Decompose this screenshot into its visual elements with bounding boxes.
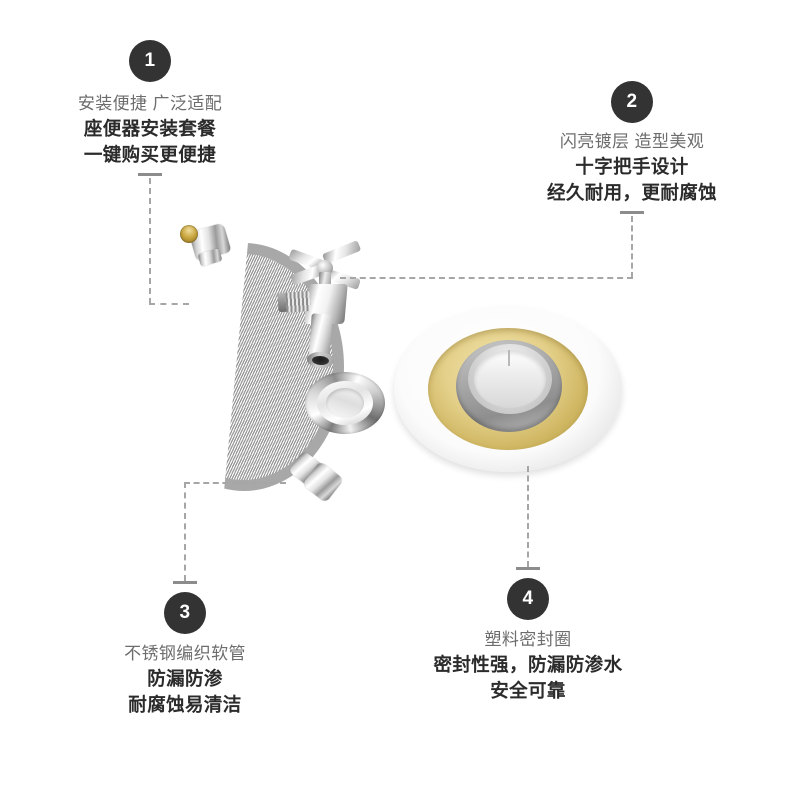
- angle-valve-product: [276, 240, 388, 370]
- callout-badge-3-number: 3: [179, 602, 191, 623]
- callout-text-4: 塑料密封圈 密封性强，防漏防渗水 安全可靠: [378, 628, 678, 705]
- callout-1-line-2: 一键购买更便捷: [83, 144, 217, 166]
- escutcheon-ring-product: [305, 372, 385, 434]
- callout-2-line-1: 十字把手设计: [575, 156, 689, 178]
- sealing-ring-bore: [474, 350, 546, 408]
- callout-4-subtitle: 塑料密封圈: [484, 630, 572, 649]
- callout-3-line-1: 防漏防渗: [147, 668, 223, 690]
- leader-line-1-vertical: [149, 178, 151, 304]
- leader-tick-1: [138, 173, 162, 176]
- callout-text-2: 闪亮镀层 造型美观 十字把手设计 经久耐用，更耐腐蚀: [482, 130, 782, 207]
- callout-3-line-2: 耐腐蚀易清洁: [128, 694, 242, 716]
- escutcheon-ring-inner: [326, 388, 364, 418]
- callout-3-subtitle: 不锈钢编织软管: [124, 644, 246, 663]
- leader-line-3-vertical: [184, 482, 186, 581]
- wax-sealing-ring-product: [388, 296, 628, 482]
- callout-2-line-2: 经久耐用，更耐腐蚀: [546, 182, 718, 204]
- callout-badge-1-number: 1: [144, 50, 156, 71]
- callout-2-subtitle: 闪亮镀层 造型美观: [559, 132, 705, 151]
- callout-badge-2: 2: [611, 81, 653, 123]
- leader-line-4-vertical: [527, 466, 529, 567]
- callout-1-line-1: 座便器安装套餐: [83, 118, 217, 140]
- sealing-ring-bore-seam: [508, 350, 510, 366]
- leader-line-2-vertical: [631, 216, 633, 278]
- callout-text-3: 不锈钢编织软管 防漏防渗 耐腐蚀易清洁: [35, 642, 335, 719]
- leader-line-1-horizontal: [149, 303, 189, 305]
- callout-1-subtitle: 安装便捷 广泛适配: [77, 94, 223, 113]
- callout-badge-3: 3: [164, 592, 206, 634]
- callout-4-line-2: 安全可靠: [490, 680, 566, 702]
- callout-text-1: 安装便捷 广泛适配 座便器安装套餐 一键购买更便捷: [0, 92, 300, 169]
- leader-line-3-horizontal: [184, 482, 286, 484]
- callout-badge-4: 4: [507, 578, 549, 620]
- leader-line-2-horizontal: [340, 277, 633, 279]
- leader-tick-2: [620, 211, 644, 214]
- leader-tick-4: [516, 567, 540, 570]
- callout-badge-1: 1: [129, 40, 171, 82]
- angle-valve-inlet-cap: [277, 292, 287, 313]
- callout-badge-4-number: 4: [522, 588, 534, 609]
- leader-tick-3: [173, 581, 197, 584]
- callout-4-line-1: 密封性强，防漏防渗水: [433, 654, 623, 676]
- callout-badge-2-number: 2: [626, 91, 638, 112]
